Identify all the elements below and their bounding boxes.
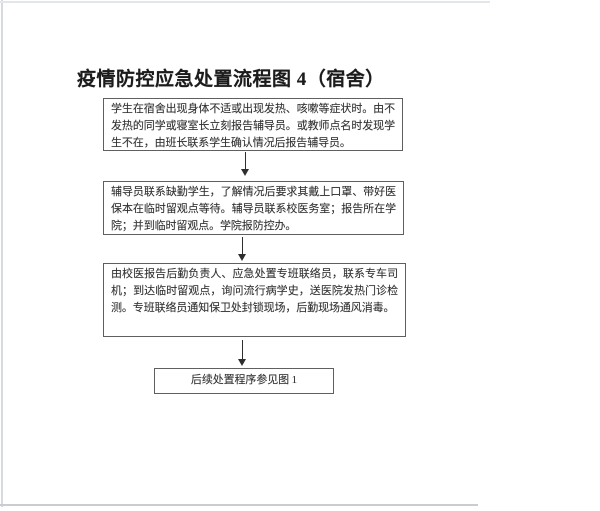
page-title: 疫情防控应急处置流程图 4（宿舍） — [77, 69, 385, 90]
arrow-shaft — [241, 237, 244, 254]
page-edge-top — [0, 1, 490, 3]
arrow-shaft — [244, 152, 247, 169]
flow-step-dorm-symptom-report: 学生在宿舍出现身体不适或出现发热、咳嗽等症状时。由不发热的同学或寝室长立刻报告辅… — [103, 98, 403, 151]
arrow-head — [238, 359, 246, 366]
flow-step-campus-doctor-handling: 由校医报告后勤负责人、应急处置专班联络员，联系专车司机；到达临时留观点，询问流行… — [103, 263, 406, 337]
arrow-shaft — [241, 340, 244, 359]
arrow-down-icon — [241, 152, 250, 176]
flow-step-counselor-contact: 辅导员联系缺勤学生，了解情况后要求其戴上口罩、带好医保本在临时留观点等待。辅导员… — [103, 181, 404, 235]
arrow-head — [238, 254, 246, 261]
page-edge-left — [1, 0, 3, 507]
arrow-down-icon — [238, 340, 247, 366]
flow-step-followup-reference: 后续处置程序参见图 1 — [154, 368, 334, 394]
arrow-down-icon — [238, 237, 247, 261]
arrow-head — [241, 169, 249, 176]
page-edge-bottom — [0, 504, 478, 506]
